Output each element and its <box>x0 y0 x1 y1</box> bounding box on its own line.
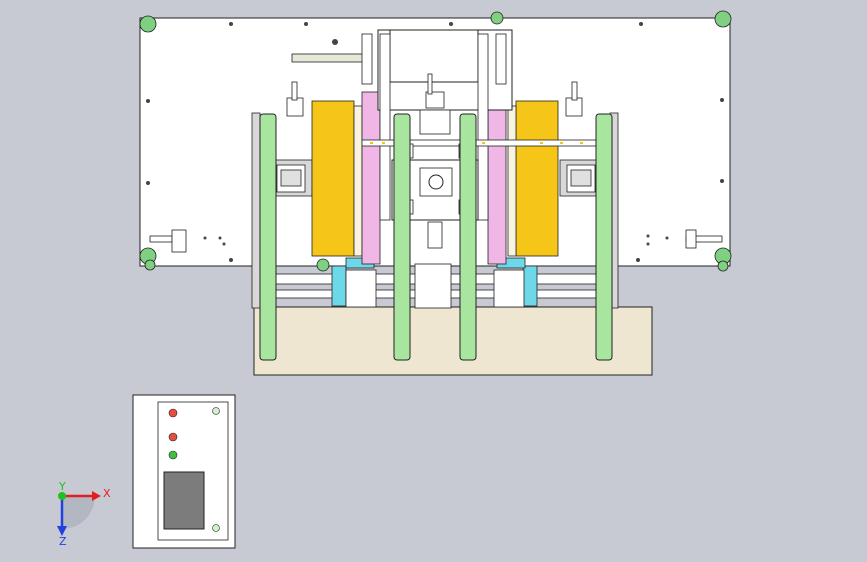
cyan-blocks <box>331 257 538 307</box>
plate-holes <box>146 22 724 262</box>
right-yellow-pad <box>515 100 559 257</box>
indicator-light-3 <box>168 450 178 460</box>
display-screen <box>163 471 205 530</box>
central-actuator <box>425 91 445 109</box>
cylinder-rod <box>291 53 367 63</box>
actuator-stem <box>427 73 433 95</box>
base-platform <box>253 306 653 376</box>
green-rails <box>259 113 613 361</box>
axis-triad: X Y Z <box>57 480 111 548</box>
right-column <box>477 33 489 221</box>
x-axis-label: X <box>103 487 111 500</box>
indicator-light-1 <box>168 408 178 418</box>
y-axis-dot <box>58 492 66 500</box>
motor-shaft <box>428 174 444 190</box>
side-clamps <box>276 164 596 193</box>
central-top-plate <box>389 29 479 83</box>
x-axis-arrow <box>92 491 101 501</box>
y-axis-label: Y <box>58 480 66 493</box>
z-axis-arrow <box>57 526 67 536</box>
left-pad-backer <box>353 105 363 257</box>
left-vertical-guide <box>361 33 373 85</box>
z-axis-label: Z <box>59 535 67 548</box>
left-pink-plate <box>361 91 381 265</box>
spindle <box>427 221 443 249</box>
corner-feet <box>139 10 732 272</box>
indicator-light-2 <box>168 432 178 442</box>
left-yellow-pad <box>311 100 355 257</box>
cyan-block-housings <box>345 263 525 309</box>
spindle-mount <box>419 109 451 135</box>
panel-screw-bottom <box>212 524 220 532</box>
left-column <box>379 33 391 221</box>
right-pad-backer <box>507 105 517 257</box>
right-vertical-guide <box>495 33 507 85</box>
side-brackets <box>149 81 723 253</box>
right-pink-plate <box>487 91 507 265</box>
panel-screw-top <box>212 407 220 415</box>
